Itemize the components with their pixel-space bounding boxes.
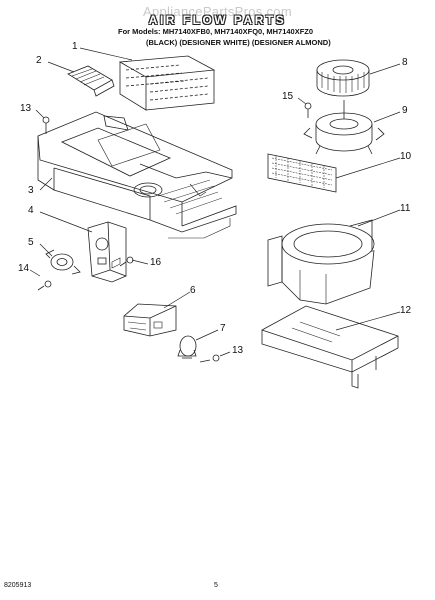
page-title: AIR FLOW PARTS — [148, 13, 287, 27]
models-line: For Models: MH7140XFB0, MH7140XFQ0, MH71… — [118, 27, 314, 36]
watermark-text: AppliancePartsPros.com — [143, 4, 292, 19]
callout-15: 15 — [282, 91, 294, 102]
callout-8: 8 — [402, 57, 408, 68]
screw-13b — [199, 354, 220, 363]
fan-base-plate-part — [261, 305, 399, 389]
callout-1: 1 — [72, 41, 78, 52]
leader-lines — [29, 47, 401, 357]
callout-13-lower: 13 — [232, 345, 244, 356]
fan-housing-part — [267, 219, 375, 305]
callout-16: 16 — [150, 257, 162, 268]
mount-bracket-part — [87, 221, 127, 283]
doc-number: 8205913 — [4, 582, 32, 589]
callout-2: 2 — [36, 55, 42, 66]
callout-7: 7 — [220, 323, 226, 334]
callout-3: 3 — [28, 185, 34, 196]
grease-filter-part — [267, 153, 337, 193]
colors-line: (BLACK) (DESIGNER WHITE) (DESIGNER ALMON… — [146, 38, 331, 47]
thermostat-part — [45, 249, 81, 275]
screw-14 — [37, 280, 52, 291]
callout-5: 5 — [28, 237, 34, 248]
screw-15 — [304, 102, 312, 118]
callout-6: 6 — [190, 285, 196, 296]
fan-motor-part — [303, 100, 385, 155]
callout-13-upper: 13 — [20, 103, 32, 114]
fan-blade-part — [316, 59, 370, 97]
vent-damper-part — [67, 65, 115, 97]
lamp-housing-part — [123, 303, 177, 337]
callout-11: 11 — [400, 203, 411, 214]
lamp-bulb-part — [177, 335, 197, 359]
vent-grille-part — [118, 55, 216, 111]
callout-14: 14 — [18, 263, 30, 274]
callout-4: 4 — [28, 205, 34, 216]
callout-10: 10 — [400, 151, 412, 162]
base-plate-part — [37, 111, 237, 239]
screw-13a — [42, 116, 50, 134]
callout-9: 9 — [402, 105, 408, 116]
page-number: 5 — [214, 582, 218, 589]
screw-16 — [119, 256, 134, 267]
callout-12: 12 — [400, 305, 412, 316]
